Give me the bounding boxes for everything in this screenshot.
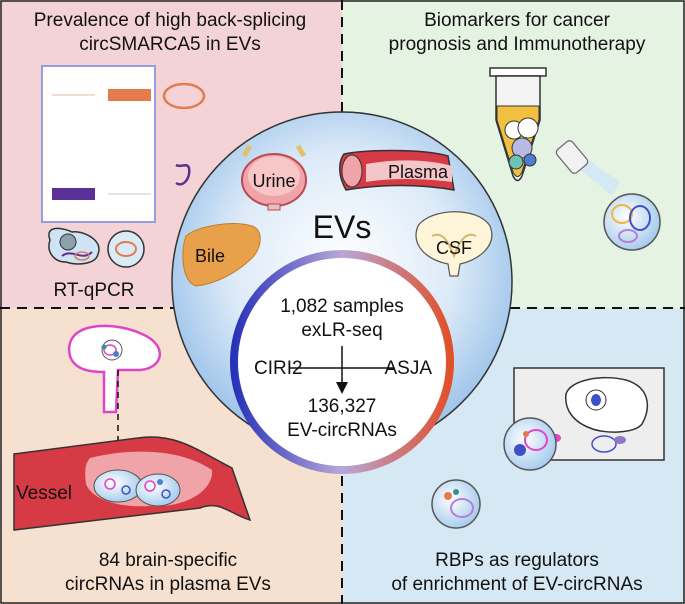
plasma-label: Plasma: [388, 162, 449, 182]
bottom-left-title-line1: 84 brain-specific: [99, 550, 237, 571]
rt-qpcr-label: RT-qPCR: [54, 280, 135, 301]
top-left-title-line2: circSMARCA5 in EVs: [79, 34, 261, 55]
ev-vesicle-icon-right: [107, 230, 145, 268]
ev-vesicle-icon-left: [48, 227, 100, 265]
bile-liver-icon: [182, 223, 261, 287]
samples-text: 1,082 samples: [280, 296, 404, 317]
top-left-title-line1: Prevalence of high back-splicing: [34, 10, 307, 31]
ciri2-text: CIRI2: [254, 358, 303, 379]
ev-circrnas-text: EV-circRNAs: [287, 420, 397, 441]
csf-spinal-cord-icon: [415, 211, 493, 277]
urine-label: Urine: [252, 171, 295, 191]
centrifuge-tube-icon: [489, 67, 547, 182]
rbp-vesicle-icon-1: [503, 417, 557, 471]
vessel-label: Vessel: [16, 483, 72, 504]
zoomed-ev-icon: [603, 193, 661, 251]
center-ev-title: EVs: [313, 209, 372, 245]
urine-bladder-icon: [241, 144, 307, 211]
circrna-ring-icon: [162, 82, 206, 110]
magnifier-icon: [555, 140, 620, 196]
csf-label: CSF: [436, 238, 472, 258]
bottom-right-title-line1: RBPs as regulators: [435, 550, 599, 571]
gel-blot-icon: [41, 65, 156, 223]
bottom-right-title-line2: of enrichment of EV-circRNAs: [391, 574, 642, 595]
asja-text: ASJA: [384, 358, 432, 379]
circrna-count-text: 136,327: [308, 396, 377, 417]
brain-neuron-icon: [67, 324, 162, 414]
linear-rna-icon: [175, 163, 191, 186]
blood-vessel-icon: [13, 436, 252, 531]
exlr-seq-text: exLR-seq: [301, 320, 382, 341]
rbp-vesicle-icon-2: [431, 479, 481, 529]
top-right-title-line2: prognosis and Immunotherapy: [389, 34, 646, 55]
plasma-vessel-icon: [339, 149, 455, 191]
top-right-title-line1: Biomarkers for cancer: [424, 10, 611, 31]
bile-label: Bile: [195, 246, 225, 266]
bottom-left-title-line2: circRNAs in plasma EVs: [65, 574, 271, 595]
cell-with-nucleus-icon: [513, 367, 665, 461]
